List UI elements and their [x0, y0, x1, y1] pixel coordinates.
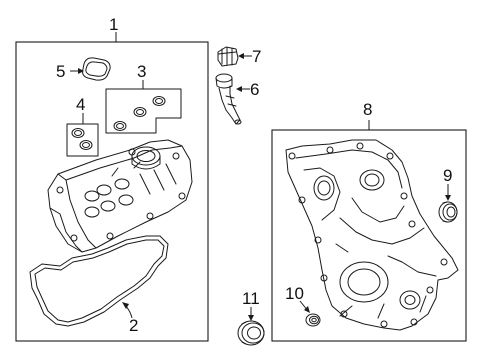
callout-3[interactable]: 3 — [137, 62, 146, 81]
callout-11[interactable]: 11 — [242, 289, 260, 308]
callout-8[interactable]: 8 — [363, 100, 372, 119]
seal-part-11 — [237, 320, 265, 346]
callout-6[interactable]: 6 — [250, 80, 259, 99]
gasket-part-5 — [82, 57, 111, 81]
callout-5[interactable]: 5 — [56, 62, 65, 81]
oil-cap-part-7 — [217, 46, 239, 67]
seal-set-part-3 — [105, 88, 182, 134]
valve-cover-group-frame — [15, 41, 209, 342]
callout-10[interactable]: 10 — [285, 284, 304, 303]
valve-cover-gasket-part-2 — [29, 235, 169, 327]
seal-part-10 — [305, 313, 321, 327]
callout-2[interactable]: 2 — [129, 316, 138, 335]
callout-9[interactable]: 9 — [443, 166, 452, 185]
callout-7[interactable]: 7 — [252, 47, 261, 66]
o-ring-part-4 — [66, 123, 99, 157]
callout-4[interactable]: 4 — [76, 95, 85, 114]
valve-cover — [47, 139, 193, 253]
oil-fill-tube-part-6 — [215, 73, 242, 125]
seal-part-9 — [438, 201, 458, 223]
timing-cover-part-8 — [285, 139, 459, 331]
callout-1[interactable]: 1 — [109, 15, 118, 34]
